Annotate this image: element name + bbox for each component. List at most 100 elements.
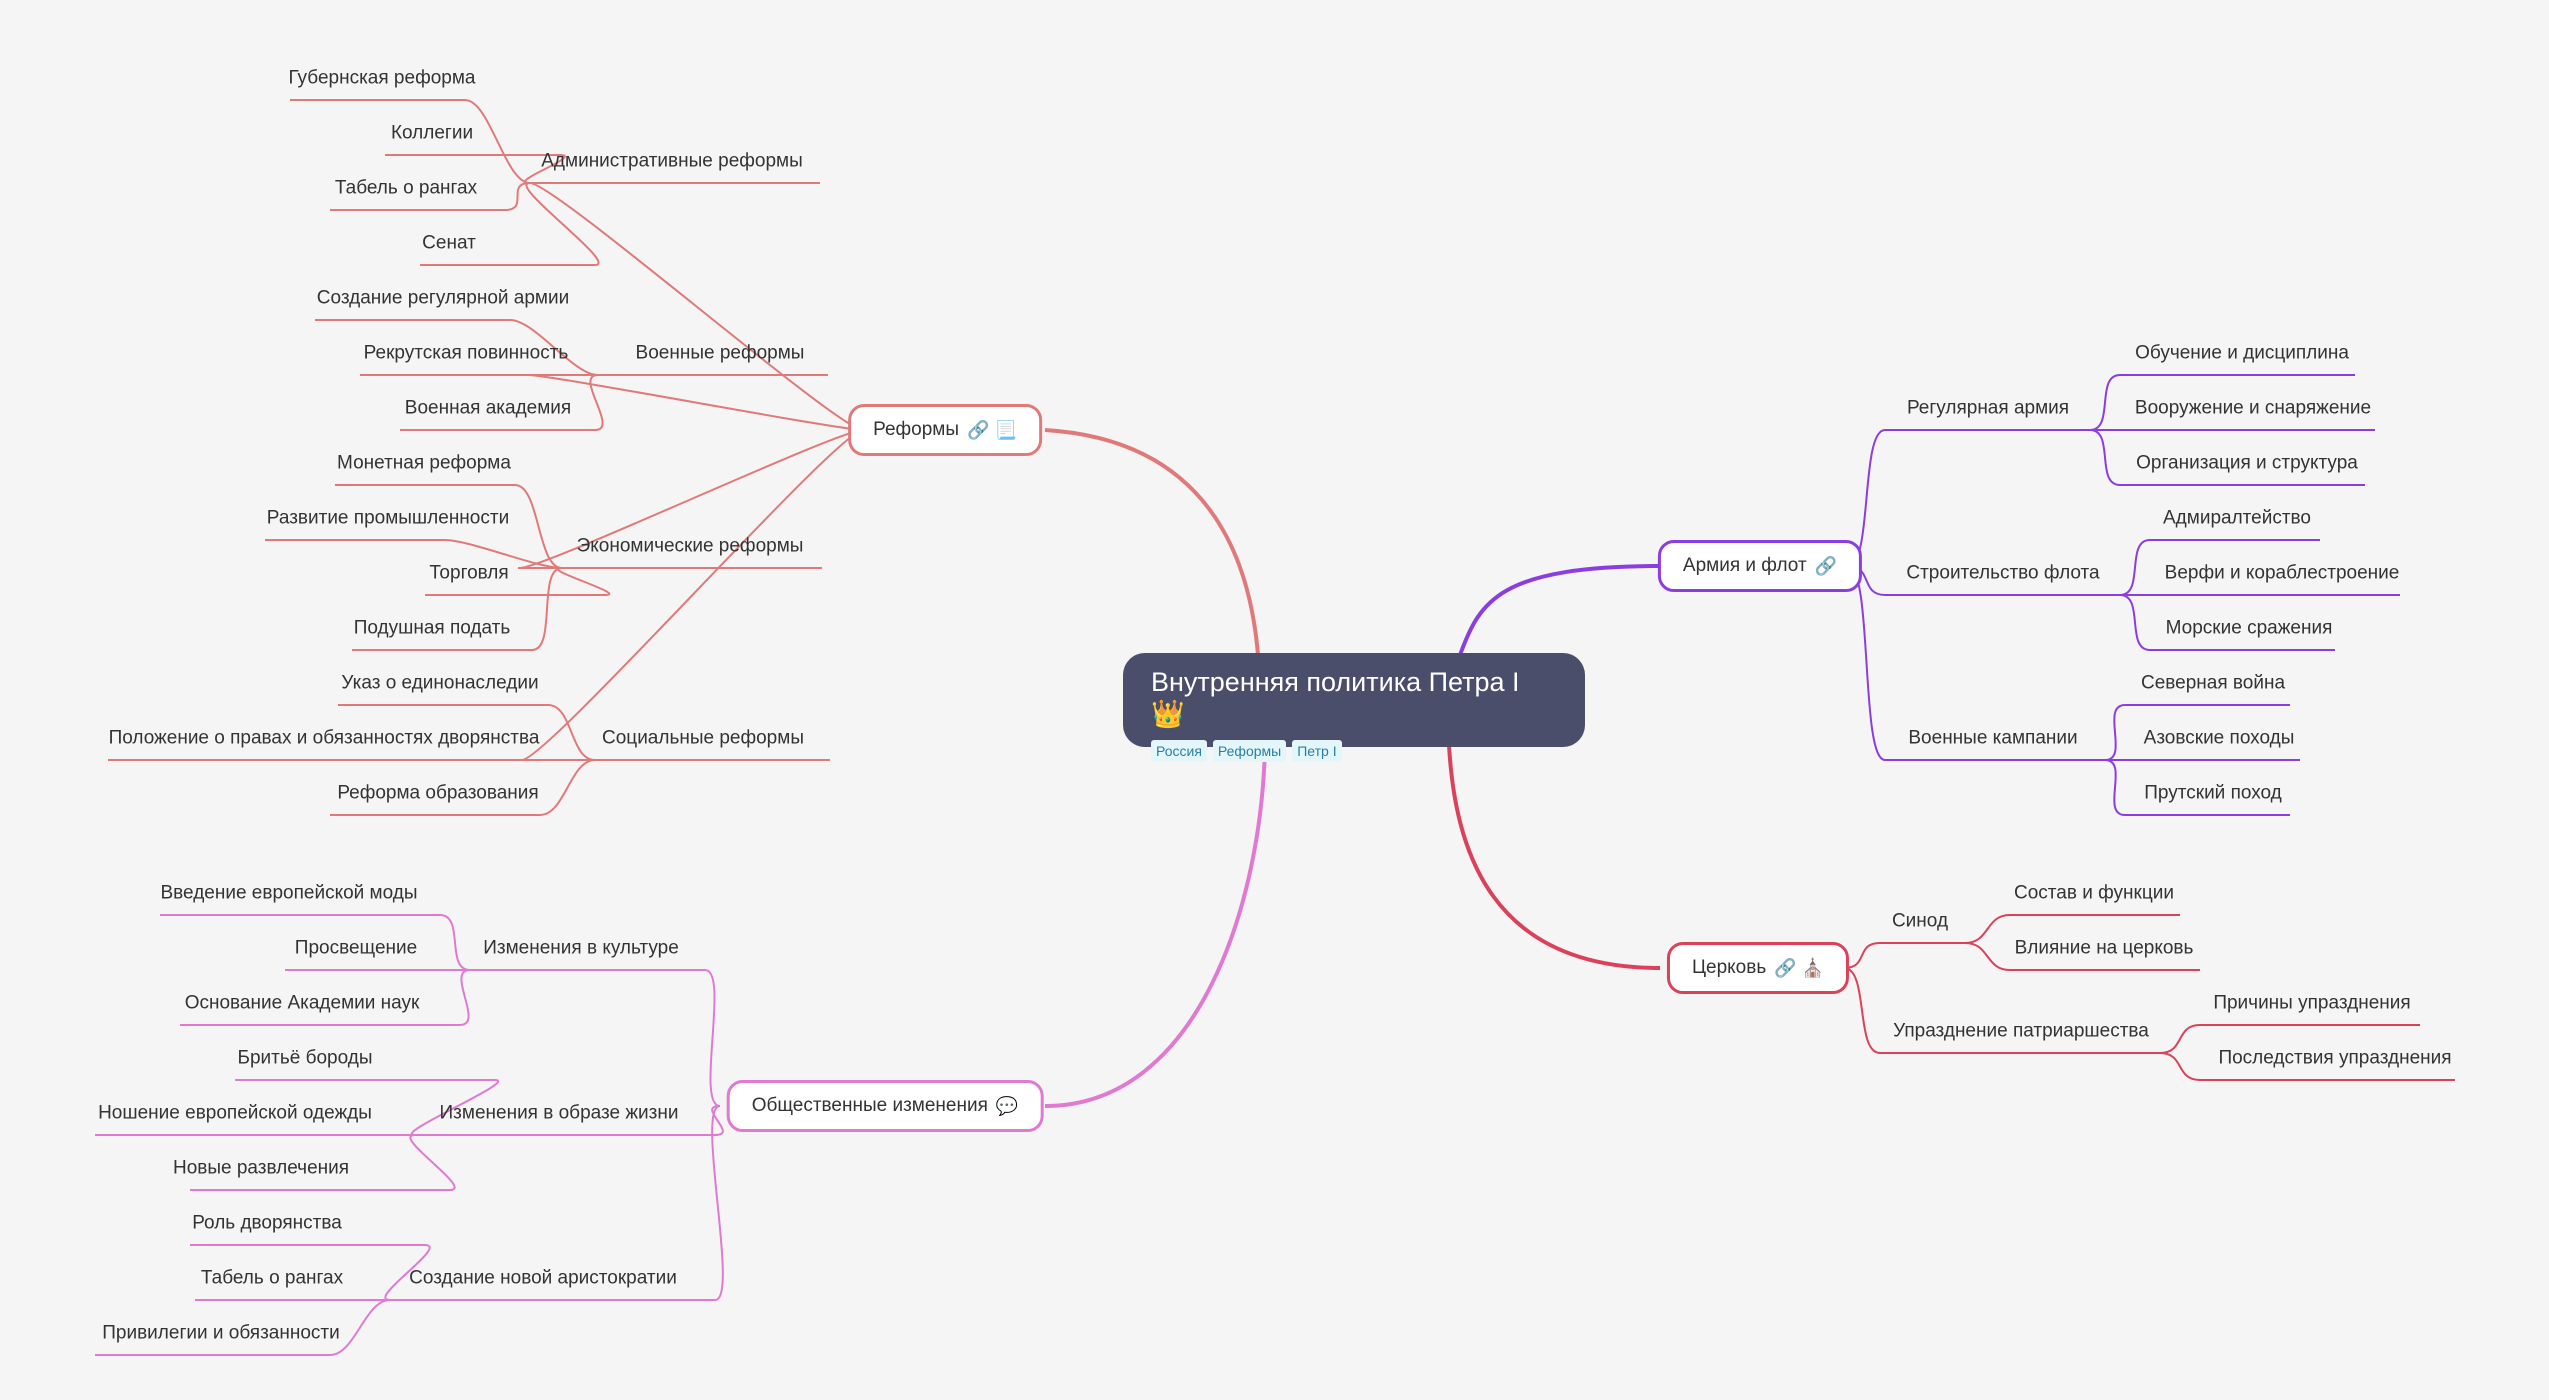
adm-leaf-0 [290, 99, 531, 184]
fleet-leaf-2 [2119, 594, 2335, 651]
node-monet[interactable]: Монетная реформа [337, 452, 511, 474]
node-rekrut[interactable]: Рекрутская повинность [363, 342, 569, 364]
node-prom[interactable]: Развитие промышленности [266, 507, 510, 529]
node-gub[interactable]: Губернская реформа [288, 67, 476, 89]
link-church-icon: 🔗 ⛪ [1774, 957, 1825, 978]
node-brit[interactable]: Бритьё бороды [237, 1047, 373, 1069]
adm-leaf-1 [385, 154, 566, 184]
voe-leaf-2 [400, 374, 604, 431]
sinod-leaf-1 [1964, 942, 2200, 971]
node-aristo[interactable]: Создание новой аристократии [409, 1267, 677, 1289]
voe-leaf-0 [315, 319, 599, 376]
reforms-link-3 [520, 429, 864, 761]
aristo-leaf-0 [190, 1244, 431, 1301]
node-azov[interactable]: Азовские походы [2143, 727, 2295, 749]
node-stroit[interactable]: Строительство флота [1906, 562, 2100, 584]
uprazd-leaf-0 [2159, 1024, 2420, 1054]
node-prich[interactable]: Причины упразднения [2213, 992, 2411, 1014]
node-organiz[interactable]: Организация и структура [2136, 452, 2358, 474]
node-vooruzh[interactable]: Вооружение и снаряжение [2134, 397, 2372, 419]
comment-icon: 💬 [995, 1095, 1019, 1116]
node-podush[interactable]: Подушная подать [353, 617, 511, 639]
node-obuch[interactable]: Обучение и дисциплина [2135, 342, 2349, 364]
node-ukaz[interactable]: Указ о единонаследии [341, 672, 539, 694]
life-leaf-0 [235, 1079, 500, 1136]
branch-society[interactable]: Общественные изменения 💬 [726, 1080, 1044, 1132]
church-link-1 [1843, 967, 2160, 1054]
node-sostav[interactable]: Состав и функции [2014, 882, 2174, 904]
trunk-church [1447, 744, 1661, 970]
adm-leaf-3 [420, 182, 600, 266]
eco-leaf-0 [335, 484, 563, 569]
node-posled[interactable]: Последствия упразднения [2218, 1047, 2452, 1069]
node-sever[interactable]: Северная война [2140, 672, 2286, 694]
uprazd-leaf-1 [2159, 1052, 2455, 1081]
node-senat[interactable]: Сенат [422, 232, 476, 254]
node-vliyan[interactable]: Влияние на церковь [2014, 937, 2194, 959]
aristo-leaf-2 [95, 1299, 391, 1356]
society-link-1 [415, 1105, 724, 1136]
node-morsk[interactable]: Морские сражения [2165, 617, 2333, 639]
tag-russia[interactable]: Россия [1151, 740, 1207, 762]
node-regarmy[interactable]: Регулярная армия [1906, 397, 2070, 419]
branch-reforms[interactable]: Реформы 🔗 📃 [848, 404, 1042, 456]
kamp-leaf-0 [2104, 704, 2290, 761]
reforms-link-1 [526, 374, 864, 431]
central-topic[interactable]: Внутренняя политика Петра I 👑 Россия Реф… [1123, 653, 1585, 762]
node-uprazd[interactable]: Упразднение патриаршества [1893, 1020, 2149, 1042]
branch-society-label: Общественные изменения [751, 1095, 988, 1116]
node-polozh[interactable]: Положение о правах и обязанностях дворян… [108, 727, 540, 749]
node-obraz-zh[interactable]: Изменения в образе жизни [439, 1102, 679, 1124]
node-prosv[interactable]: Просвещение [294, 937, 418, 959]
kult-leaf-0 [160, 914, 471, 971]
eco-leaf-1 [265, 539, 563, 569]
node-tabel2[interactable]: Табель о рангах [200, 1267, 344, 1289]
node-akad[interactable]: Военная академия [404, 397, 572, 419]
node-obraz[interactable]: Реформа образования [337, 782, 539, 804]
node-razvl[interactable]: Новые развлечения [172, 1157, 350, 1179]
branch-army-label: Армия и флот [1682, 555, 1807, 576]
node-tabel1[interactable]: Табель о рангах [334, 177, 478, 199]
branch-church[interactable]: Церковь 🔗 ⛪ [1666, 942, 1850, 994]
node-verfi[interactable]: Верфи и кораблестроение [2164, 562, 2400, 584]
adm-leaf-2 [330, 182, 531, 211]
tag-peter[interactable]: Петр I [1292, 740, 1342, 762]
node-econ[interactable]: Экономические реформы [576, 535, 804, 557]
node-moda[interactable]: Введение европейской моды [160, 882, 418, 904]
trunk-reforms [1044, 428, 1260, 656]
kamp-leaf-2 [2104, 759, 2290, 816]
node-voen[interactable]: Военные реформы [635, 342, 805, 364]
central-title: Внутренняя политика Петра I 👑 [1151, 667, 1520, 729]
kult-leaf-2 [180, 969, 471, 1026]
node-reg-army[interactable]: Создание регулярной армии [316, 287, 570, 309]
node-admir[interactable]: Адмиралтейство [2163, 507, 2311, 529]
node-kamp[interactable]: Военные кампании [1908, 727, 2078, 749]
regarmy-leaf-2 [2089, 429, 2365, 486]
soc-leaf-2 [330, 759, 596, 816]
life-leaf-2 [190, 1134, 456, 1191]
node-prut[interactable]: Прутский поход [2144, 782, 2282, 804]
reforms-link-2 [518, 429, 864, 569]
sinod-leaf-0 [1964, 914, 2180, 944]
node-admin[interactable]: Административные реформы [541, 150, 803, 172]
node-privil[interactable]: Привилегии и обязанности [102, 1322, 340, 1344]
link-icon: 🔗 [1814, 555, 1838, 576]
branch-church-label: Церковь [1691, 957, 1767, 978]
reforms-link-0 [528, 182, 864, 431]
society-link-0 [470, 969, 721, 1107]
node-rol[interactable]: Роль дворянства [192, 1212, 342, 1234]
node-nosh[interactable]: Ношение европейской одежды [98, 1102, 372, 1124]
fleet-leaf-0 [2119, 539, 2320, 596]
node-kult[interactable]: Изменения в культуре [483, 937, 679, 959]
tag-reforms[interactable]: Реформы [1212, 740, 1287, 762]
trunk-army [1458, 564, 1663, 656]
node-torg[interactable]: Торговля [429, 562, 509, 584]
branch-army[interactable]: Армия и флот 🔗 [1657, 540, 1863, 592]
society-link-2 [390, 1105, 724, 1301]
node-soc[interactable]: Социальные реформы [602, 727, 804, 749]
node-koll[interactable]: Коллегии [390, 122, 474, 144]
node-akadnauk[interactable]: Основание Академии наук [184, 992, 420, 1014]
node-sinod[interactable]: Синод [1891, 910, 1949, 932]
church-link-0 [1843, 942, 1965, 969]
